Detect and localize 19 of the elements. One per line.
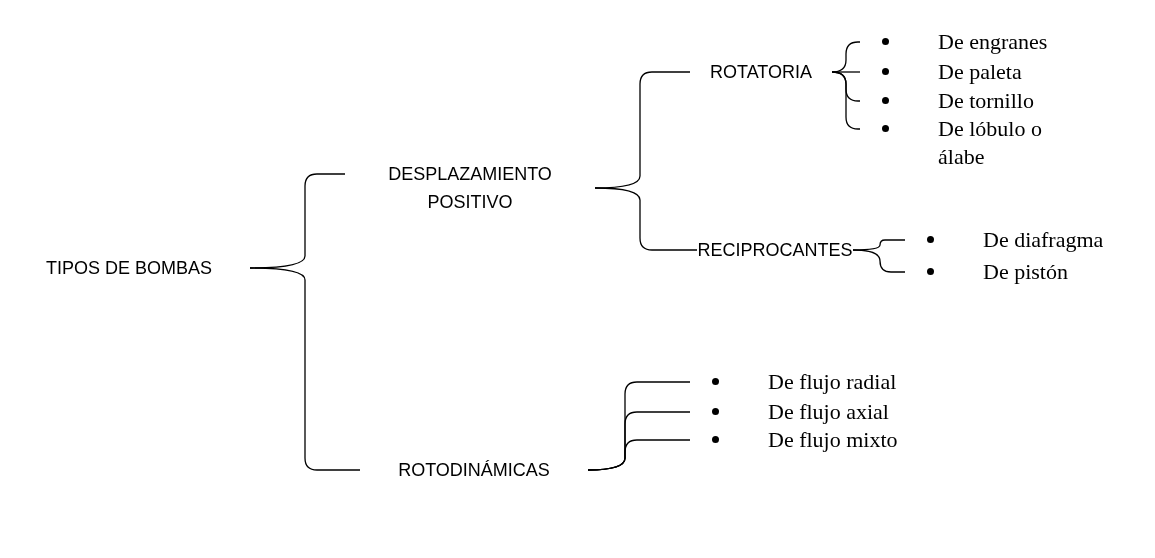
list-item: De flujo mixto: [690, 426, 970, 454]
list-item: De paleta: [860, 58, 1070, 86]
brace-line: [249, 267, 361, 471]
brace-line: [594, 187, 698, 251]
brace-line: [831, 71, 861, 130]
list-item: De pistón: [905, 258, 1150, 286]
list-item: De engranes: [860, 28, 1070, 56]
list-item: De diafragma: [905, 226, 1150, 254]
list-item: De flujo radial: [690, 368, 970, 396]
category-label: ROTATORIA: [690, 58, 832, 86]
category-label: TIPOS DE BOMBAS: [8, 254, 250, 282]
list-item: De lóbulo o álabe: [860, 115, 1060, 171]
list-item: De tornillo: [860, 87, 1070, 115]
list-item: De flujo axial: [690, 398, 970, 426]
brace-line: [587, 439, 691, 471]
category-label: DESPLAZAMIENTO POSITIVO: [345, 160, 595, 216]
category-label: RECIPROCANTES: [697, 236, 853, 264]
brace-line: [852, 249, 906, 273]
category-label: ROTODINÁMICAS: [360, 456, 588, 484]
